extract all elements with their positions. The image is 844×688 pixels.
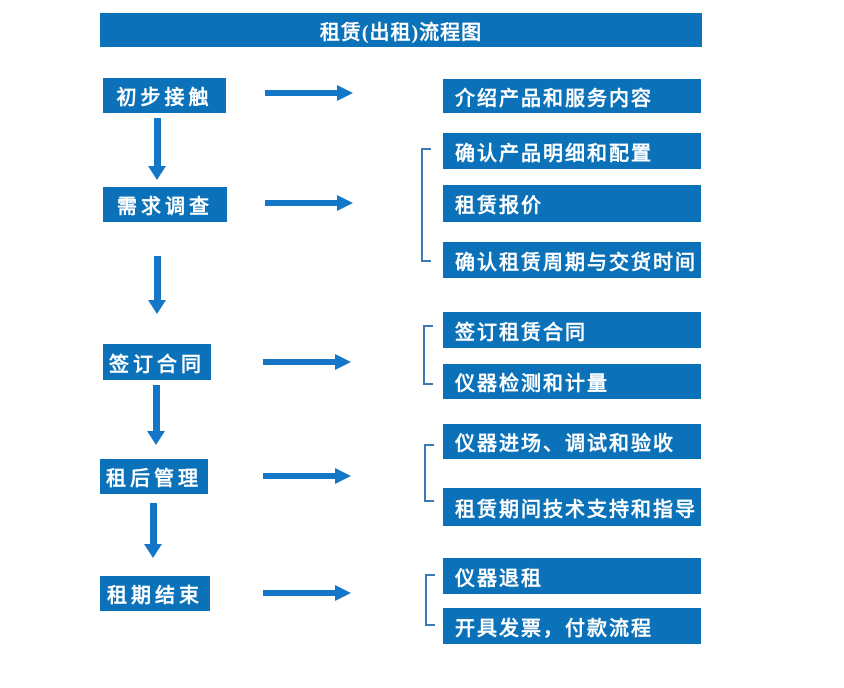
down-arrow-icon (148, 118, 166, 180)
step-box-demand-survey: 需求调查 (103, 187, 227, 222)
down-arrow-icon (147, 385, 165, 445)
flowchart-title: 租赁(出租)流程图 (100, 13, 702, 47)
right-arrow-icon (263, 354, 351, 370)
right-arrow-icon (265, 195, 353, 211)
output-box-invoice-payment: 开具发票，付款流程 (443, 608, 701, 644)
down-arrow-icon (148, 256, 166, 314)
output-box-confirm-rental-period: 确认租赁周期与交货时间 (443, 242, 701, 278)
output-box-instrument-entry-acceptance: 仪器进场、调试和验收 (443, 424, 701, 459)
bracket-connector (424, 444, 434, 502)
bracket-connector (425, 574, 435, 626)
output-box-instrument-inspection: 仪器检测和计量 (443, 364, 701, 399)
right-arrow-icon (263, 468, 351, 484)
output-box-instrument-return: 仪器退租 (443, 558, 701, 594)
right-arrow-icon (263, 585, 351, 601)
step-box-initial-contact: 初步接触 (103, 78, 226, 113)
step-box-rental-end: 租期结束 (100, 576, 210, 611)
output-box-introduce-products: 介绍产品和服务内容 (443, 79, 701, 113)
output-box-sign-rental-contract: 签订租赁合同 (443, 312, 701, 348)
bracket-connector (423, 325, 433, 385)
output-box-technical-support: 租赁期间技术支持和指导 (443, 488, 701, 526)
step-box-post-rental-management: 租后管理 (100, 459, 208, 494)
right-arrow-icon (265, 85, 353, 101)
down-arrow-icon (144, 503, 162, 558)
step-box-sign-contract: 签订合同 (103, 344, 211, 380)
bracket-connector (421, 148, 431, 262)
output-box-confirm-product-details: 确认产品明细和配置 (443, 133, 701, 169)
output-box-rental-quote: 租赁报价 (443, 185, 701, 222)
